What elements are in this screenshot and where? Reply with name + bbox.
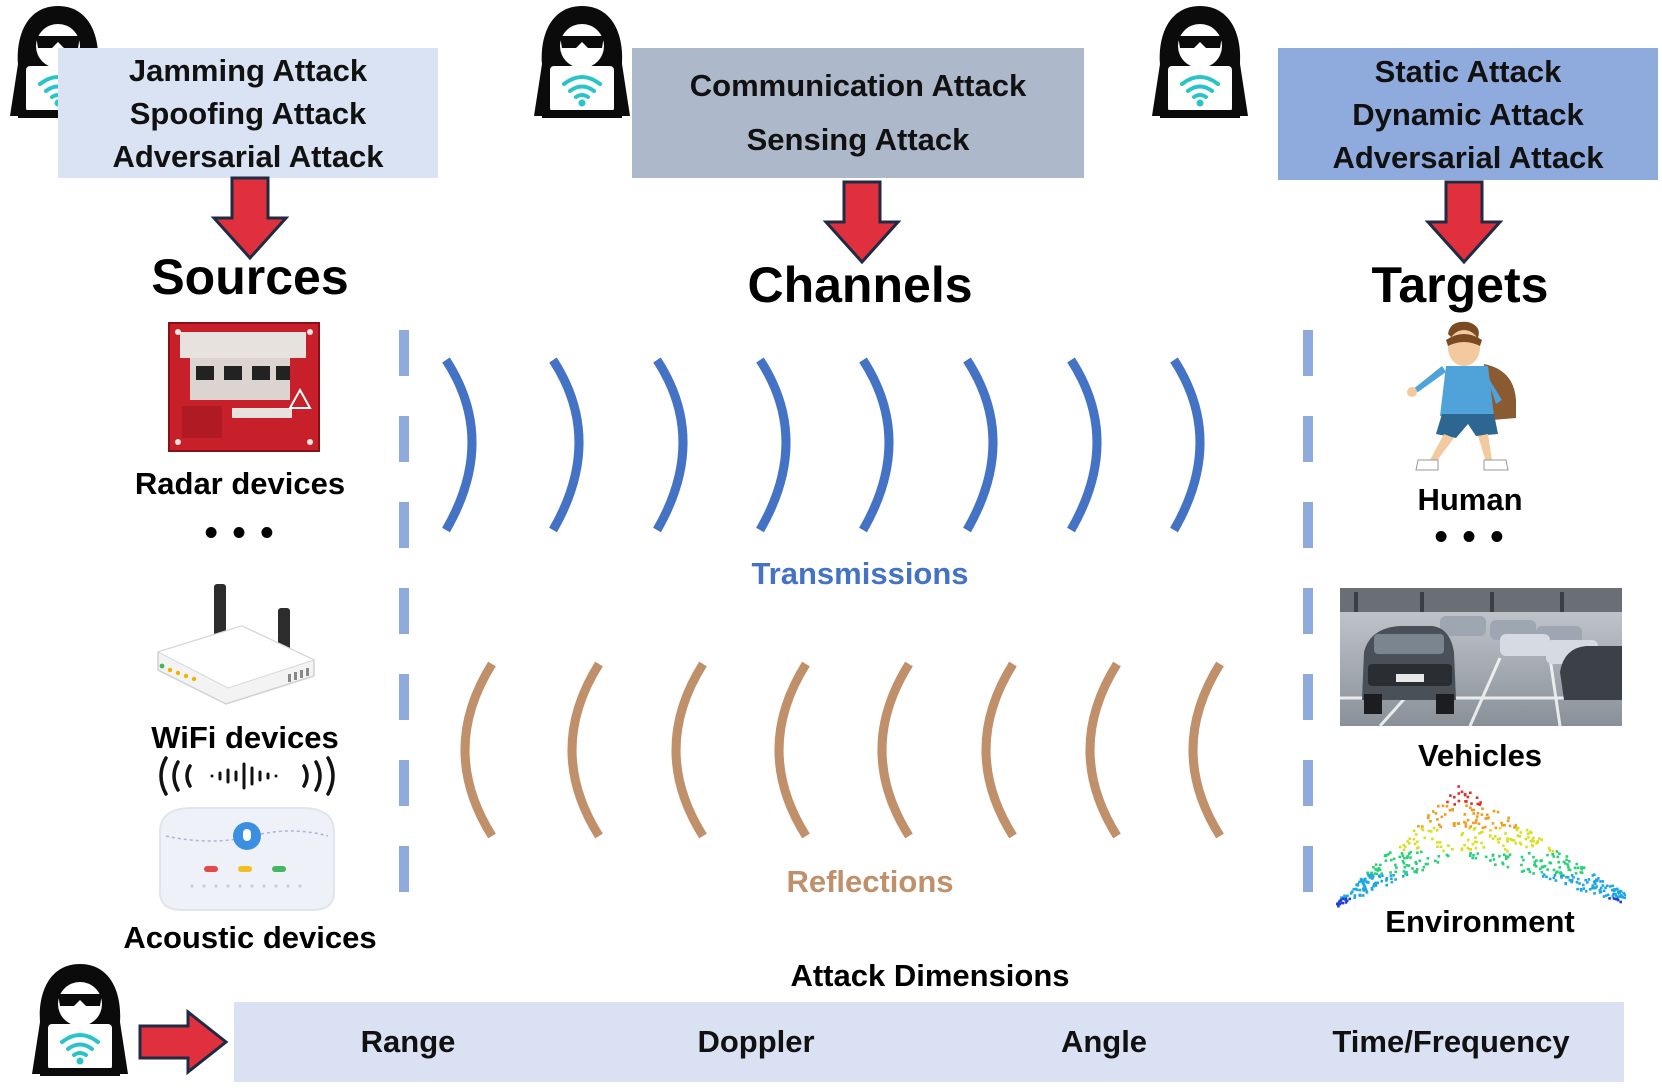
acoustic-devices-label: Acoustic devices xyxy=(123,920,377,955)
targets-attack-box: Static Attack Dynamic Attack Adversarial… xyxy=(1278,48,1658,180)
environment-label: Environment xyxy=(1385,904,1575,939)
attack-label: Sensing Attack xyxy=(746,122,970,157)
targets-ellipsis: • • • xyxy=(1434,516,1506,558)
targets-divider xyxy=(1303,330,1313,896)
arrow-right-icon xyxy=(138,1008,229,1076)
dimension-angle: Angle xyxy=(1060,1024,1148,1059)
arrow-down-icon xyxy=(822,180,902,265)
reflections-label: Reflections xyxy=(786,864,954,899)
car-icon xyxy=(1340,588,1622,726)
attack-dimensions-bar: Range Doppler Angle Time/Frequency xyxy=(234,1002,1624,1082)
transmission-wave xyxy=(756,357,791,533)
attack-label: Static Attack xyxy=(1374,53,1562,89)
reflection-wave xyxy=(1188,661,1224,839)
transmission-wave xyxy=(442,357,477,533)
reflection-wave xyxy=(671,661,707,839)
radar-devices-label: Radar devices xyxy=(134,466,346,501)
vehicles-label: Vehicles xyxy=(1417,738,1543,773)
sources-divider xyxy=(399,330,409,896)
sources-heading: Sources xyxy=(151,249,349,305)
transmission-wave xyxy=(1067,357,1102,533)
wifi-icon xyxy=(1180,75,1220,99)
attack-dimensions-title: Attack Dimensions xyxy=(790,958,1070,993)
transmission-wave xyxy=(859,357,894,533)
sources-attack-box: Jamming Attack Spoofing Attack Adversari… xyxy=(58,48,438,178)
speaker-icon xyxy=(159,756,335,911)
reflection-wave xyxy=(460,661,496,839)
reflection-wave xyxy=(774,661,810,839)
channel-waves xyxy=(442,357,1224,839)
wifi-devices-label: WiFi devices xyxy=(151,720,339,755)
radar-board-icon xyxy=(168,322,320,452)
attack-label: Dynamic Attack xyxy=(1352,96,1584,132)
person-icon xyxy=(1407,321,1516,471)
pointcloud-icon xyxy=(1336,785,1627,908)
reflection-wave xyxy=(981,661,1017,839)
wifi-icon xyxy=(60,1033,100,1057)
targets-heading: Targets xyxy=(1371,257,1549,313)
sources-ellipsis: • • • xyxy=(204,512,276,554)
channels-heading: Channels xyxy=(747,257,973,313)
transmission-wave xyxy=(653,357,688,533)
attack-label: Adversarial Attack xyxy=(1332,139,1604,175)
dimension-doppler: Doppler xyxy=(697,1024,815,1059)
dimension-time-frequency: Time/Frequency xyxy=(1332,1024,1570,1059)
reflection-wave xyxy=(877,661,913,839)
transmission-wave xyxy=(549,357,584,533)
hacker-icon xyxy=(1152,6,1248,118)
wifi-icon xyxy=(562,75,602,99)
transmission-wave xyxy=(963,357,998,533)
reflection-wave xyxy=(1085,661,1121,839)
transmissions-label: Transmissions xyxy=(751,556,969,591)
arrow-down-icon xyxy=(210,176,290,261)
hacker-icon xyxy=(32,964,128,1076)
attack-label: Adversarial Attack xyxy=(112,138,384,174)
attack-label: Communication Attack xyxy=(689,68,1027,103)
reflection-wave xyxy=(567,661,603,839)
attack-label: Spoofing Attack xyxy=(129,95,367,131)
channels-attack-box: Communication Attack Sensing Attack xyxy=(632,48,1084,178)
dimension-range: Range xyxy=(360,1024,456,1059)
router-icon xyxy=(156,584,316,705)
attack-label: Jamming Attack xyxy=(128,52,368,88)
hacker-icon xyxy=(534,6,630,118)
arrow-down-icon xyxy=(1424,180,1504,265)
human-label: Human xyxy=(1417,482,1523,517)
transmission-wave xyxy=(1170,357,1205,533)
